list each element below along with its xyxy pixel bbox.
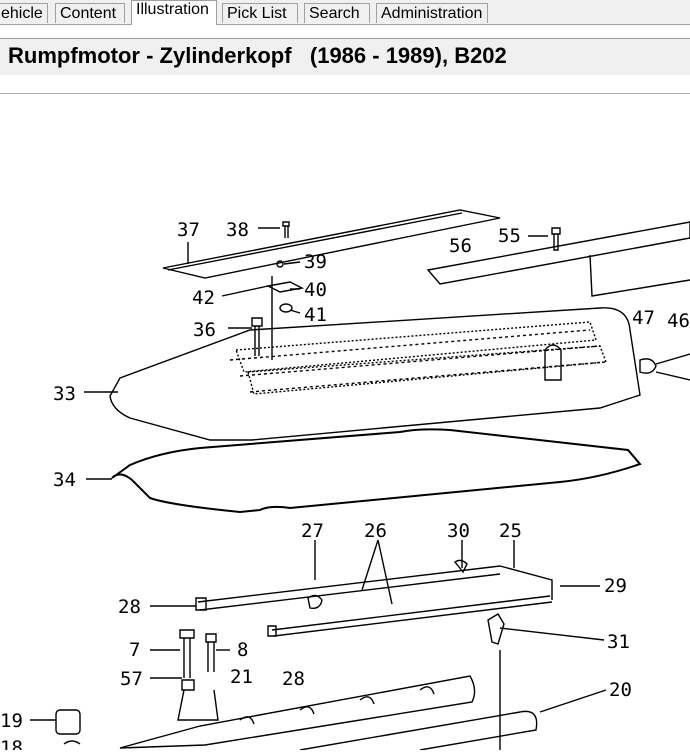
parts-illustration: 37 38 55 56 39 42 40 41 36 47 46 33 34 2… [0,94,690,755]
shaft-26 [197,565,501,611]
tab-search[interactable]: Search [304,3,370,23]
plate-56 [426,221,690,285]
camshaft-20 [119,675,476,749]
tab-pick-list[interactable]: Pick List [222,3,298,23]
callout-28-lower[interactable]: 28 [282,668,305,690]
callout-7[interactable]: 7 [129,639,140,661]
callout-37[interactable]: 37 [177,219,200,241]
tab-content[interactable]: Content [55,3,125,23]
callout-56[interactable]: 56 [449,235,472,257]
callout-29[interactable]: 29 [604,575,627,597]
callout-36[interactable]: 36 [193,319,216,341]
callout-19[interactable]: 19 [0,710,23,732]
callout-26[interactable]: 26 [364,520,387,542]
callout-41[interactable]: 41 [304,304,327,326]
callout-27[interactable]: 27 [301,520,324,542]
callout-18[interactable]: 18 [0,737,23,755]
callout-46[interactable]: 46 [667,310,690,332]
callout-57[interactable]: 57 [120,668,143,690]
callout-38[interactable]: 38 [226,219,249,241]
exploded-view-drawing: 37 38 55 56 39 42 40 41 36 47 46 33 34 2… [0,209,690,755]
callout-21[interactable]: 21 [230,666,253,688]
tab-vehicle[interactable]: ehicle [0,3,48,23]
callout-33[interactable]: 33 [53,383,76,405]
callout-34[interactable]: 34 [53,469,76,491]
gasket-34 [111,428,642,514]
plate-37 [162,209,501,279]
callout-39[interactable]: 39 [304,251,327,273]
callout-40[interactable]: 40 [304,279,327,301]
callout-31[interactable]: 31 [607,631,630,653]
tab-administration[interactable]: Administration [376,3,488,23]
tab-bar: ehicle Content Illustration Pick List Se… [0,0,690,25]
title-bar: Rumpfmotor - Zylinderkopf (1986 - 1989),… [0,38,690,76]
callout-30[interactable]: 30 [447,520,470,542]
valve-cover-33 [109,307,641,441]
sub-toolbar [0,75,690,94]
callout-42[interactable]: 42 [192,287,215,309]
callout-8[interactable]: 8 [237,639,248,661]
callout-55[interactable]: 55 [498,225,521,247]
tab-illustration[interactable]: Illustration [131,0,217,25]
callout-25[interactable]: 25 [499,520,522,542]
page-title: Rumpfmotor - Zylinderkopf (1986 - 1989),… [8,43,507,68]
callout-20[interactable]: 20 [609,679,632,701]
callout-47[interactable]: 47 [632,307,655,329]
callout-28[interactable]: 28 [118,596,141,618]
